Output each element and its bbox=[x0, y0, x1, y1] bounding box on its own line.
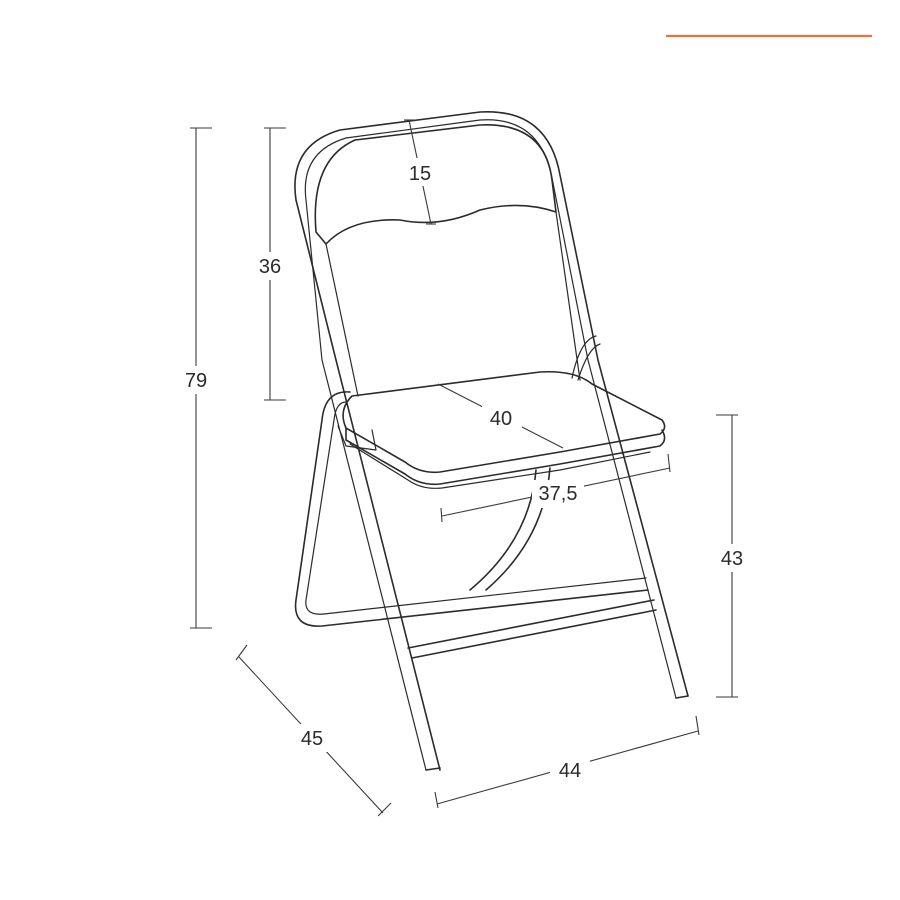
dim-tick bbox=[434, 791, 439, 809]
label-seat-width: 37,5 bbox=[539, 483, 578, 505]
dim-tick bbox=[235, 644, 248, 661]
seat-bottom bbox=[349, 443, 651, 489]
backrest-frame-outer bbox=[294, 111, 689, 771]
rear-leg-frame bbox=[294, 391, 649, 627]
dim-tick bbox=[695, 715, 700, 736]
back-leg-cap bbox=[675, 695, 689, 699]
label-backrest-pad-height: 15 bbox=[409, 163, 431, 185]
label-backrest-height: 36 bbox=[259, 256, 281, 278]
rear-leg-frame-inner bbox=[305, 401, 647, 615]
dimension-labels: 15 36 79 40 37,5 43 45 44 bbox=[176, 158, 752, 784]
label-seat-depth: 40 bbox=[490, 408, 512, 430]
front-stretcher bbox=[407, 599, 657, 659]
backrest-panel bbox=[325, 211, 581, 397]
label-total-height: 79 bbox=[185, 370, 207, 392]
backrest-pad bbox=[314, 124, 557, 245]
label-chair-width: 44 bbox=[559, 760, 581, 782]
hinge-detail bbox=[571, 335, 601, 381]
dim-tick bbox=[440, 507, 443, 523]
side-bracket bbox=[337, 425, 377, 451]
chair-drawing bbox=[294, 111, 689, 771]
label-seat-height: 43 bbox=[721, 548, 743, 570]
front-leg-cap bbox=[425, 767, 441, 771]
dim-tick bbox=[377, 802, 392, 817]
label-chair-depth: 45 bbox=[301, 728, 323, 750]
seat-edge bbox=[345, 427, 666, 486]
dim-tick bbox=[667, 453, 671, 473]
